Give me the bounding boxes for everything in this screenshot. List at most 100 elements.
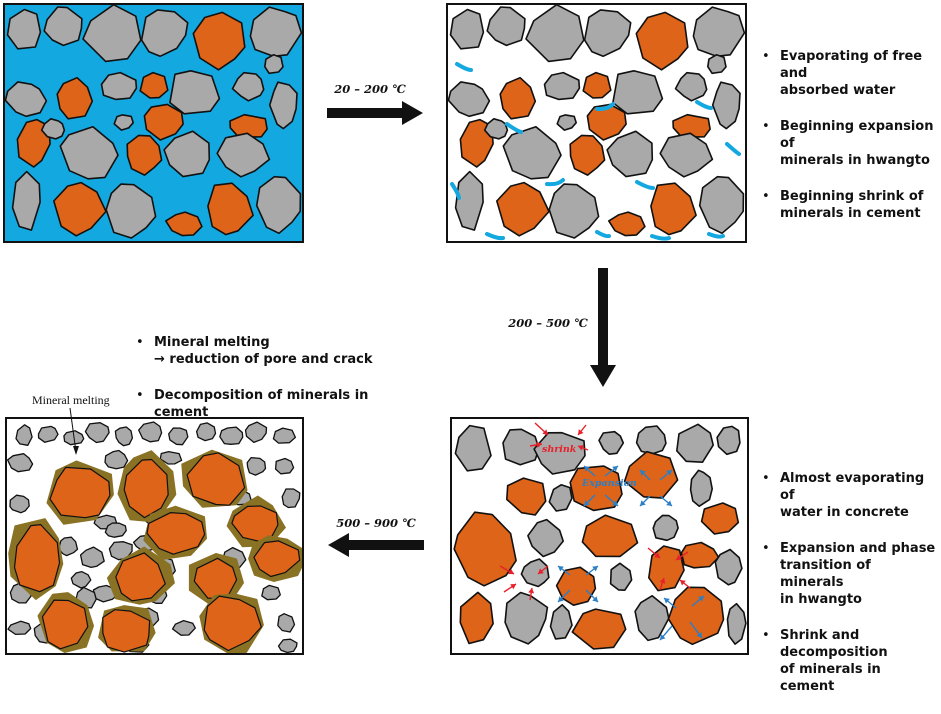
- hwangto-particle: [667, 586, 725, 646]
- hwangto-particle: [569, 134, 606, 176]
- arrowhead: [660, 634, 666, 640]
- note-item: Evaporating of free and absorbed water: [758, 48, 938, 99]
- hwangto-particle: [41, 599, 89, 650]
- hwangto-particle: [608, 211, 646, 237]
- hwangto-particle: [581, 514, 639, 558]
- hwangto-particle: [203, 595, 262, 652]
- cement-particle: [609, 562, 633, 591]
- note-item: Expansion and phase transition of minera…: [758, 540, 938, 608]
- callout-leader: [69, 407, 77, 453]
- arrowhead: [666, 500, 672, 506]
- hwangto-particle: [453, 511, 517, 587]
- hwangto-particle: [586, 103, 627, 141]
- arrowhead: [664, 598, 670, 604]
- cement-particle: [163, 130, 211, 178]
- hwangto-particle: [459, 591, 494, 645]
- arrowhead: [640, 500, 646, 506]
- cement-particle: [15, 424, 33, 446]
- hwangto-particle: [506, 477, 547, 516]
- transition-1: 20 – 200 ℃: [327, 82, 423, 125]
- hwangto-particle: [115, 552, 166, 602]
- hwangto-particle: [192, 11, 246, 71]
- cement-particle: [159, 450, 183, 465]
- residual-water-film: [450, 182, 461, 200]
- cement-particle: [533, 431, 586, 475]
- note-item: Shrink and decomposition of minerals in …: [758, 627, 938, 695]
- cement-particle: [100, 71, 138, 101]
- arrowhead: [558, 596, 564, 602]
- panel-border: [450, 417, 749, 655]
- hwangto-particle: [102, 609, 151, 653]
- arrowhead: [654, 552, 660, 558]
- hwangto-particle: [207, 182, 254, 236]
- arrowhead: [542, 429, 548, 435]
- cement-particle: [612, 70, 664, 115]
- cement-particle: [634, 595, 670, 642]
- hwangto-particle: [635, 11, 689, 71]
- residual-water-film: [650, 234, 671, 241]
- cement-particle: [606, 130, 654, 178]
- cement-particle: [59, 125, 119, 180]
- arrowhead: [584, 466, 590, 472]
- cement-particle: [674, 71, 708, 102]
- hwangto-particle: [496, 181, 550, 237]
- cement-particle: [454, 424, 492, 472]
- arrowhead: [538, 568, 544, 574]
- hwangto-particle: [56, 76, 94, 120]
- cement-particle: [556, 114, 577, 131]
- cement-particle: [264, 54, 284, 75]
- cement-particle: [268, 81, 298, 130]
- hwangto-particle: [582, 71, 612, 99]
- hwangto-particle: [53, 181, 107, 237]
- cement-particle: [168, 427, 189, 446]
- hwangto-particle: [123, 458, 169, 519]
- cement-particle: [549, 604, 573, 640]
- hwangto-particle: [253, 540, 301, 578]
- cement-particle: [195, 422, 217, 442]
- hwangto-particle: [139, 71, 169, 99]
- residual-water-film: [707, 232, 725, 239]
- arrowhead: [584, 500, 590, 506]
- panel-4-melting: Mineral melting: [5, 393, 304, 655]
- cement-particle: [4, 81, 48, 118]
- aggregate-particles: [447, 3, 746, 241]
- cement-particle: [548, 183, 600, 239]
- hwangto-particle: [571, 608, 627, 650]
- hwangto-particle: [13, 524, 61, 593]
- arrowhead: [676, 554, 682, 560]
- cement-particle: [449, 8, 485, 50]
- cement-particle: [698, 175, 745, 235]
- arrowhead: [666, 470, 672, 476]
- hwangto-particle: [650, 182, 697, 236]
- panel-1-initial: [3, 3, 304, 243]
- hwangto-particle: [165, 211, 203, 237]
- cement-particle: [726, 602, 747, 645]
- arrowhead: [659, 578, 666, 584]
- note-item: Mineral melting → reduction of pore and …: [132, 334, 422, 368]
- residual-water-film: [485, 232, 505, 241]
- cement-particle: [113, 114, 134, 131]
- cement-particle: [716, 425, 741, 456]
- hwangto-particle: [229, 113, 268, 138]
- arrowhead: [508, 568, 514, 575]
- cement-particle: [9, 494, 30, 514]
- arrowhead: [578, 429, 584, 435]
- arrowhead: [698, 596, 704, 602]
- cement-particle: [502, 125, 562, 180]
- cement-particle: [272, 427, 297, 444]
- aggregate-particles: [453, 423, 747, 650]
- note-item: Decomposition of minerals in cement: [132, 387, 422, 421]
- hwangto-particle: [499, 76, 537, 120]
- cement-particle: [104, 522, 127, 538]
- cement-particle: [707, 54, 727, 75]
- arrowhead: [592, 596, 598, 602]
- cement-particle: [244, 421, 268, 444]
- cement-particle: [692, 6, 746, 58]
- hwangto-particle: [672, 113, 711, 138]
- cement-particle: [43, 6, 83, 47]
- cement-particle: [138, 421, 163, 443]
- panel-3-expansion: shrink Expansion: [450, 417, 749, 655]
- transition-3: 500 – 900 ℃: [328, 516, 424, 557]
- cement-particle: [598, 430, 625, 455]
- cement-particle: [84, 422, 110, 444]
